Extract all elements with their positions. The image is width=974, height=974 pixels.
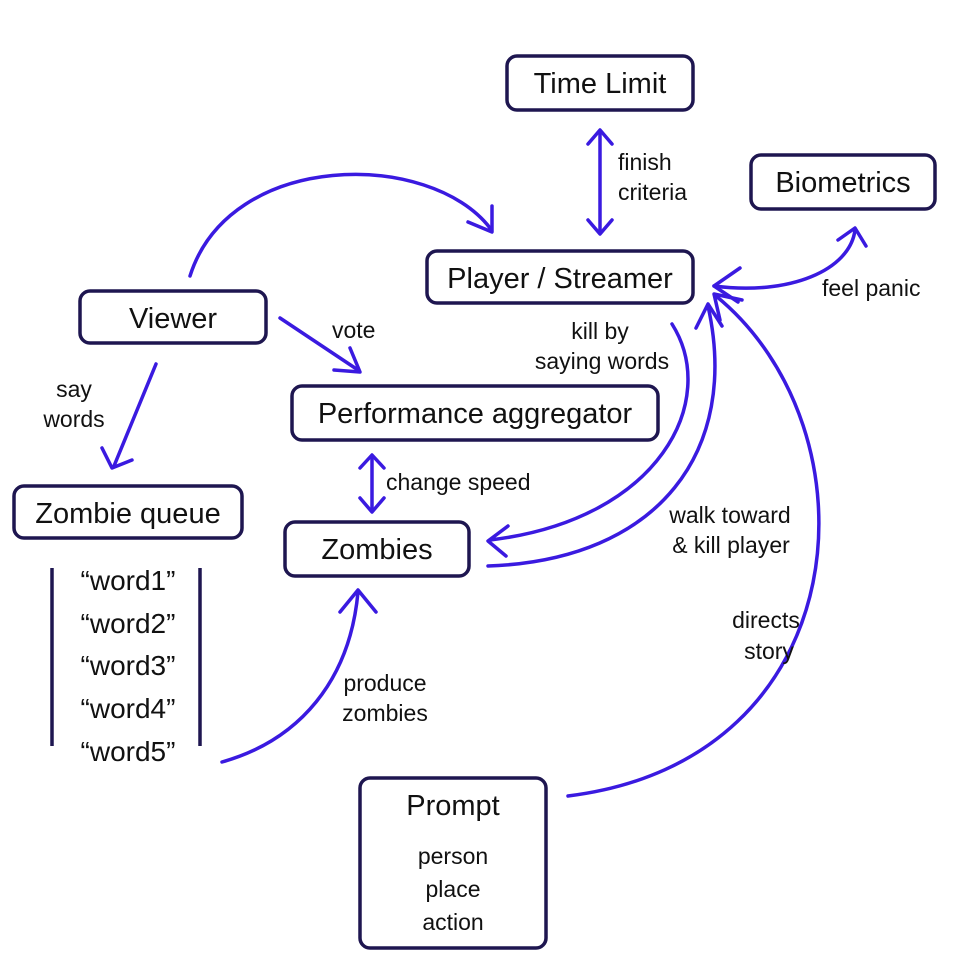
arrow-queue-zombies <box>220 588 378 764</box>
arrow-aggregator-zombies <box>358 453 386 514</box>
node-zombies: Zombies <box>283 520 471 578</box>
arrow-player-zombies <box>486 322 690 558</box>
arrow-viewer-player <box>188 172 494 278</box>
label-criteria: criteria <box>618 179 687 205</box>
queue-word-5: “word5” <box>81 736 176 767</box>
label-kill-by: kill by <box>571 318 629 344</box>
node-biometrics: Biometrics <box>749 153 937 211</box>
arrow-zombies-player <box>486 302 724 568</box>
arrow-viewer-aggregator <box>278 316 362 374</box>
label-story: story <box>744 638 794 664</box>
label-words: words <box>42 406 104 432</box>
player-label: Player / Streamer <box>447 263 673 295</box>
node-time-limit: Time Limit <box>505 54 695 112</box>
label-kill-player: & kill player <box>672 532 790 558</box>
viewer-label: Viewer <box>129 303 217 335</box>
label-finish: finish <box>618 149 672 175</box>
node-prompt: Prompt person place action <box>358 776 548 950</box>
biometrics-label: Biometrics <box>775 167 910 199</box>
queue-word-4: “word4” <box>81 693 176 724</box>
prompt-item-person: person <box>418 843 488 869</box>
prompt-title: Prompt <box>406 790 499 822</box>
queue-word-3: “word3” <box>81 650 176 681</box>
label-saying-words: saying words <box>535 348 669 374</box>
edge-labels: finish criteria feel panic vote say word… <box>42 149 920 726</box>
queue-word-list: “word1” “word2” “word3” “word4” “word5” <box>50 565 202 767</box>
arrows <box>100 128 868 798</box>
node-player-streamer: Player / Streamer <box>425 249 695 305</box>
label-feel-panic: feel panic <box>822 275 920 301</box>
node-performance-aggregator: Performance aggregator <box>290 384 660 442</box>
arrow-prompt-player <box>566 292 821 798</box>
arrow-timelimit-player <box>586 128 614 236</box>
zombies-label: Zombies <box>321 534 432 566</box>
queue-word-2: “word2” <box>81 608 176 639</box>
prompt-item-place: place <box>426 876 481 902</box>
label-change-speed: change speed <box>386 469 531 495</box>
arrow-viewer-queue <box>100 362 158 470</box>
label-vote: vote <box>332 317 375 343</box>
prompt-item-action: action <box>422 909 483 935</box>
label-walk-toward: walk toward <box>668 502 790 528</box>
label-say: say <box>56 376 92 402</box>
aggregator-label: Performance aggregator <box>318 398 633 430</box>
label-produce: produce <box>343 670 426 696</box>
node-zombie-queue: Zombie queue <box>12 484 244 540</box>
label-directs: directs <box>732 607 800 633</box>
queue-word-1: “word1” <box>81 565 176 596</box>
label-zombies: zombies <box>342 700 428 726</box>
node-viewer: Viewer <box>78 289 268 345</box>
zombie-queue-label: Zombie queue <box>35 498 220 530</box>
time-limit-label: Time Limit <box>534 68 667 100</box>
